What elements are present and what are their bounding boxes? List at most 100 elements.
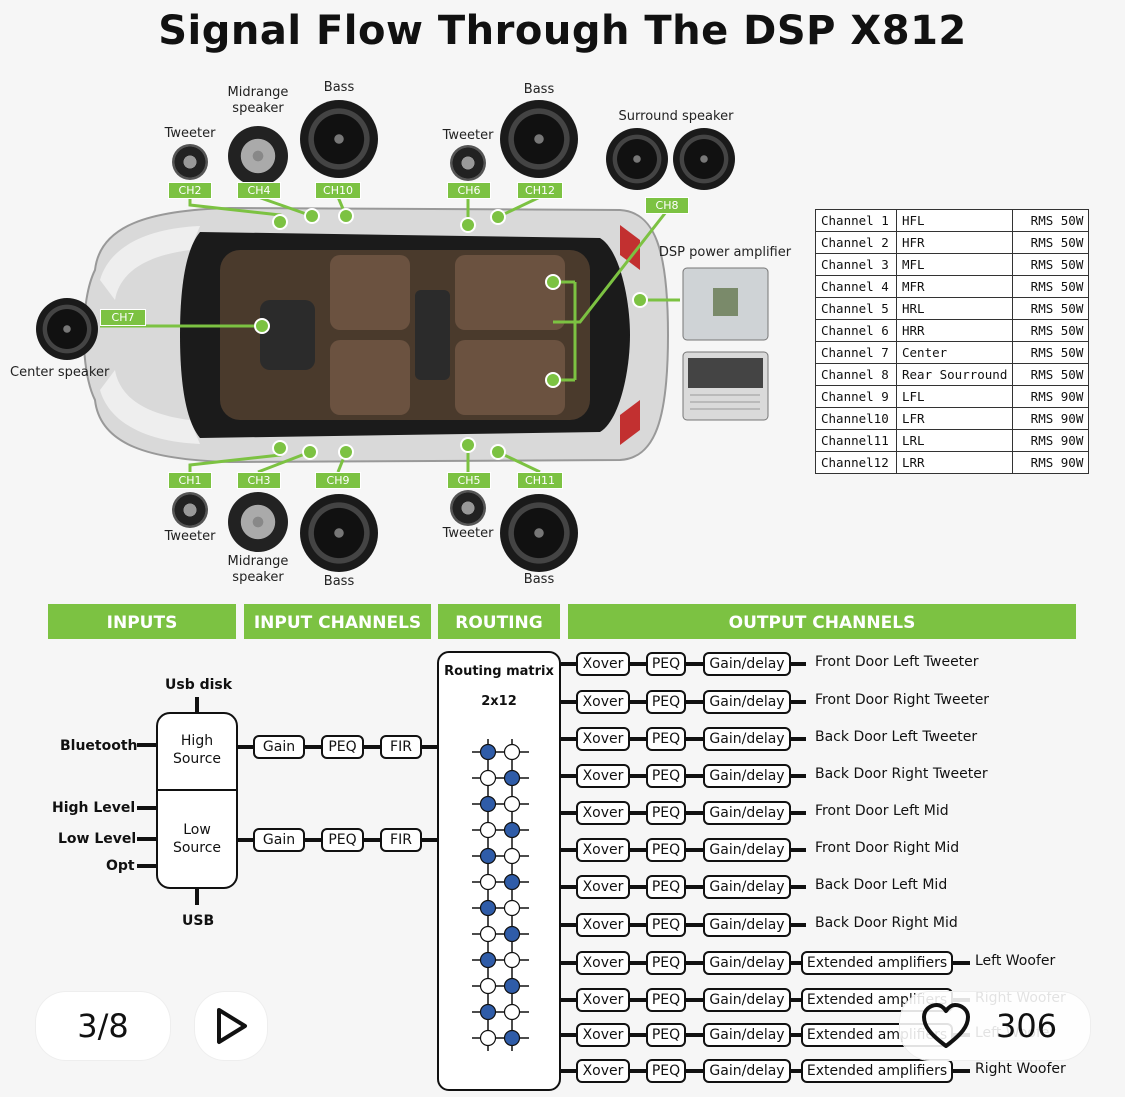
heart-icon xyxy=(922,1003,970,1048)
tweeter-speaker-ch1 xyxy=(172,492,208,528)
peq-box: PEQ xyxy=(646,838,686,862)
bass-speaker-ch9 xyxy=(300,494,378,572)
matrix-node xyxy=(479,873,497,891)
matrix-node xyxy=(503,977,521,995)
routing-matrix xyxy=(437,651,561,1091)
xover-box: Xover xyxy=(576,988,630,1012)
input-usb-disk: Usb disk xyxy=(165,677,233,693)
output-channel-name: Front Door Right Mid xyxy=(815,840,960,856)
peq-box: PEQ xyxy=(646,1023,686,1047)
label-surround: Surround speaker xyxy=(618,109,734,124)
like-button[interactable]: 306 xyxy=(900,992,1090,1060)
channel-cell-rms: RMS 50W xyxy=(1012,209,1090,232)
output-channel-name: Left Woofer xyxy=(975,953,1056,969)
matrix-node xyxy=(479,743,497,761)
label-center-speaker: Center speaker xyxy=(10,365,110,380)
header-output-channels: OUTPUT CHANNELS xyxy=(568,604,1076,639)
output-channel-name: Front Door Left Mid xyxy=(815,803,949,819)
xover-box: Xover xyxy=(576,690,630,714)
output-channel-name: Back Door Right Tweeter xyxy=(815,766,988,782)
matrix-node xyxy=(503,925,521,943)
peq-box: PEQ xyxy=(646,652,686,676)
label-midrange-bottom-left: Midrange speaker xyxy=(227,554,289,585)
matrix-node xyxy=(503,1003,521,1021)
routing-title: Routing matrix xyxy=(444,664,554,679)
matrix-node xyxy=(479,795,497,813)
channel-cell-pos: LRR xyxy=(895,451,1014,474)
channel-cell-rms: RMS 90W xyxy=(1012,451,1090,474)
tag-ch4: CH4 xyxy=(237,182,281,199)
gain-delay-box: Gain/delay xyxy=(703,1023,791,1047)
matrix-node xyxy=(503,795,521,813)
xover-box: Xover xyxy=(576,913,630,937)
xover-box: Xover xyxy=(576,951,630,975)
gain-delay-box: Gain/delay xyxy=(703,764,791,788)
xover-box: Xover xyxy=(576,764,630,788)
xover-box: Xover xyxy=(576,652,630,676)
output-channel-name: Back Door Left Mid xyxy=(815,877,948,893)
header-input-channels: INPUT CHANNELS xyxy=(244,604,431,639)
input-high-level: High Level xyxy=(52,800,136,816)
channel-cell-pos: LFR xyxy=(895,407,1014,430)
play-button[interactable] xyxy=(195,992,267,1060)
peq-box: PEQ xyxy=(646,764,686,788)
header-inputs: INPUTS xyxy=(48,604,236,639)
source-selector xyxy=(156,712,238,889)
car-diagram xyxy=(82,195,769,474)
tweeter-speaker-ch5 xyxy=(450,490,486,526)
gain-delay-box: Gain/delay xyxy=(703,727,791,751)
midrange-speaker-ch3 xyxy=(228,492,288,552)
xover-box: Xover xyxy=(576,875,630,899)
matrix-node xyxy=(503,1029,521,1047)
gain-delay-box: Gain/delay xyxy=(703,838,791,862)
peq-box: PEQ xyxy=(646,727,686,751)
extended-amplifiers-box: Extended amplifiers xyxy=(801,1059,953,1083)
matrix-node xyxy=(479,1029,497,1047)
output-channel-name: Back Door Left Tweeter xyxy=(815,729,978,745)
output-channel-name: Front Door Left Tweeter xyxy=(815,654,979,670)
matrix-node xyxy=(479,821,497,839)
header-routing: ROUTING xyxy=(438,604,560,639)
output-channel-name: Back Door Right Mid xyxy=(815,915,958,931)
tag-ch9: CH9 xyxy=(315,472,361,489)
routing-size: 2x12 xyxy=(481,694,517,709)
output-channel-name: Front Door Right Tweeter xyxy=(815,692,990,708)
fir-high: FIR xyxy=(380,735,422,759)
matrix-node xyxy=(479,847,497,865)
tag-ch12: CH12 xyxy=(517,182,563,199)
peq-high: PEQ xyxy=(321,735,364,759)
midrange-speaker-ch4 xyxy=(228,126,288,186)
gain-high: Gain xyxy=(253,735,305,759)
gain-delay-box: Gain/delay xyxy=(703,951,791,975)
tweeter-speaker-ch2 xyxy=(172,144,208,180)
tag-ch3: CH3 xyxy=(237,472,281,489)
matrix-node xyxy=(479,951,497,969)
matrix-node xyxy=(479,899,497,917)
label-tweeter-top-right: Tweeter xyxy=(442,128,494,143)
gain-delay-box: Gain/delay xyxy=(703,875,791,899)
extended-amplifiers-box: Extended amplifiers xyxy=(801,951,953,975)
fir-low: FIR xyxy=(380,828,422,852)
matrix-node xyxy=(503,951,521,969)
channel-cell-pos: HFR xyxy=(895,231,1014,254)
input-opt: Opt xyxy=(106,858,135,874)
matrix-node xyxy=(503,899,521,917)
tag-ch8: CH8 xyxy=(645,197,689,214)
gain-delay-box: Gain/delay xyxy=(703,801,791,825)
tag-ch7: CH7 xyxy=(100,309,146,326)
xover-box: Xover xyxy=(576,727,630,751)
surround-speaker-left xyxy=(606,128,668,190)
gain-delay-box: Gain/delay xyxy=(703,652,791,676)
matrix-node xyxy=(479,925,497,943)
channel-cell-rms: RMS 50W xyxy=(1012,275,1090,298)
peq-low: PEQ xyxy=(321,828,364,852)
bass-speaker-ch10 xyxy=(300,100,378,178)
page-indicator: 3/8 xyxy=(36,992,170,1060)
label-bass-bottom-left: Bass xyxy=(323,574,355,589)
channel-cell-channel: Channel 4 xyxy=(815,275,897,298)
